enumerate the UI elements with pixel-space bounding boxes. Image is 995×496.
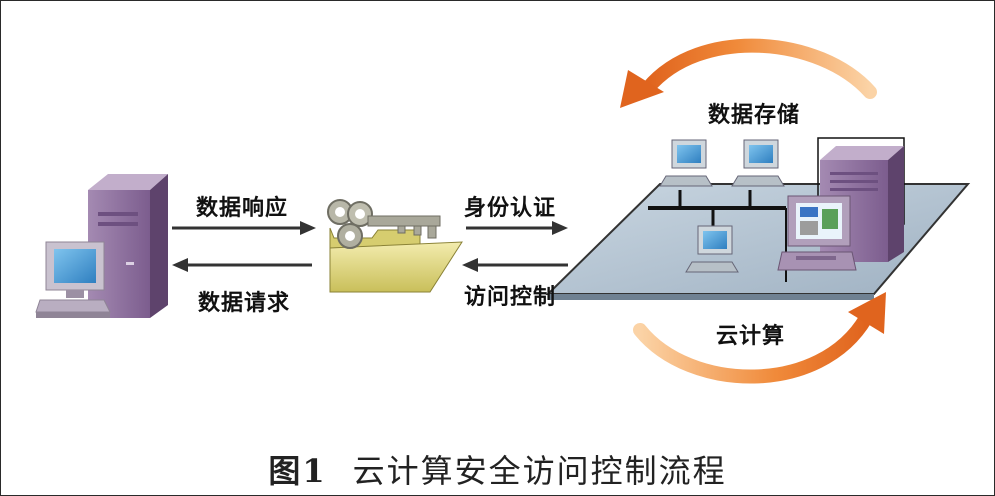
data-response-arrow xyxy=(172,221,316,235)
network-pc-icon xyxy=(731,139,785,187)
client-computer-icon xyxy=(35,174,168,318)
workstation-icon xyxy=(777,195,857,271)
access-control-arrow xyxy=(462,258,568,272)
storage-cycle-arrow xyxy=(620,38,877,108)
data-request-arrow xyxy=(172,258,312,272)
identity-auth-arrow xyxy=(466,221,568,235)
data-request-label: 数据请求 xyxy=(198,291,291,316)
key-folder-icon xyxy=(327,199,463,293)
identity-auth-label: 身份认证 xyxy=(464,196,557,221)
key-icon xyxy=(327,199,441,249)
figure-number: 图1 xyxy=(268,452,327,490)
network-pc-icon xyxy=(685,225,739,273)
data-response-label: 数据响应 xyxy=(196,196,289,221)
figure-caption: 图1 云计算安全访问控制流程 xyxy=(0,446,995,492)
compute-cycle-arrow xyxy=(633,292,886,384)
figure-title: 云计算安全访问控制流程 xyxy=(352,452,727,490)
access-control-label: 访问控制 xyxy=(464,285,557,310)
cloud-computing-label: 云计算 xyxy=(716,324,786,349)
network-pc-icon xyxy=(659,139,713,187)
data-storage-label: 数据存储 xyxy=(708,103,801,128)
